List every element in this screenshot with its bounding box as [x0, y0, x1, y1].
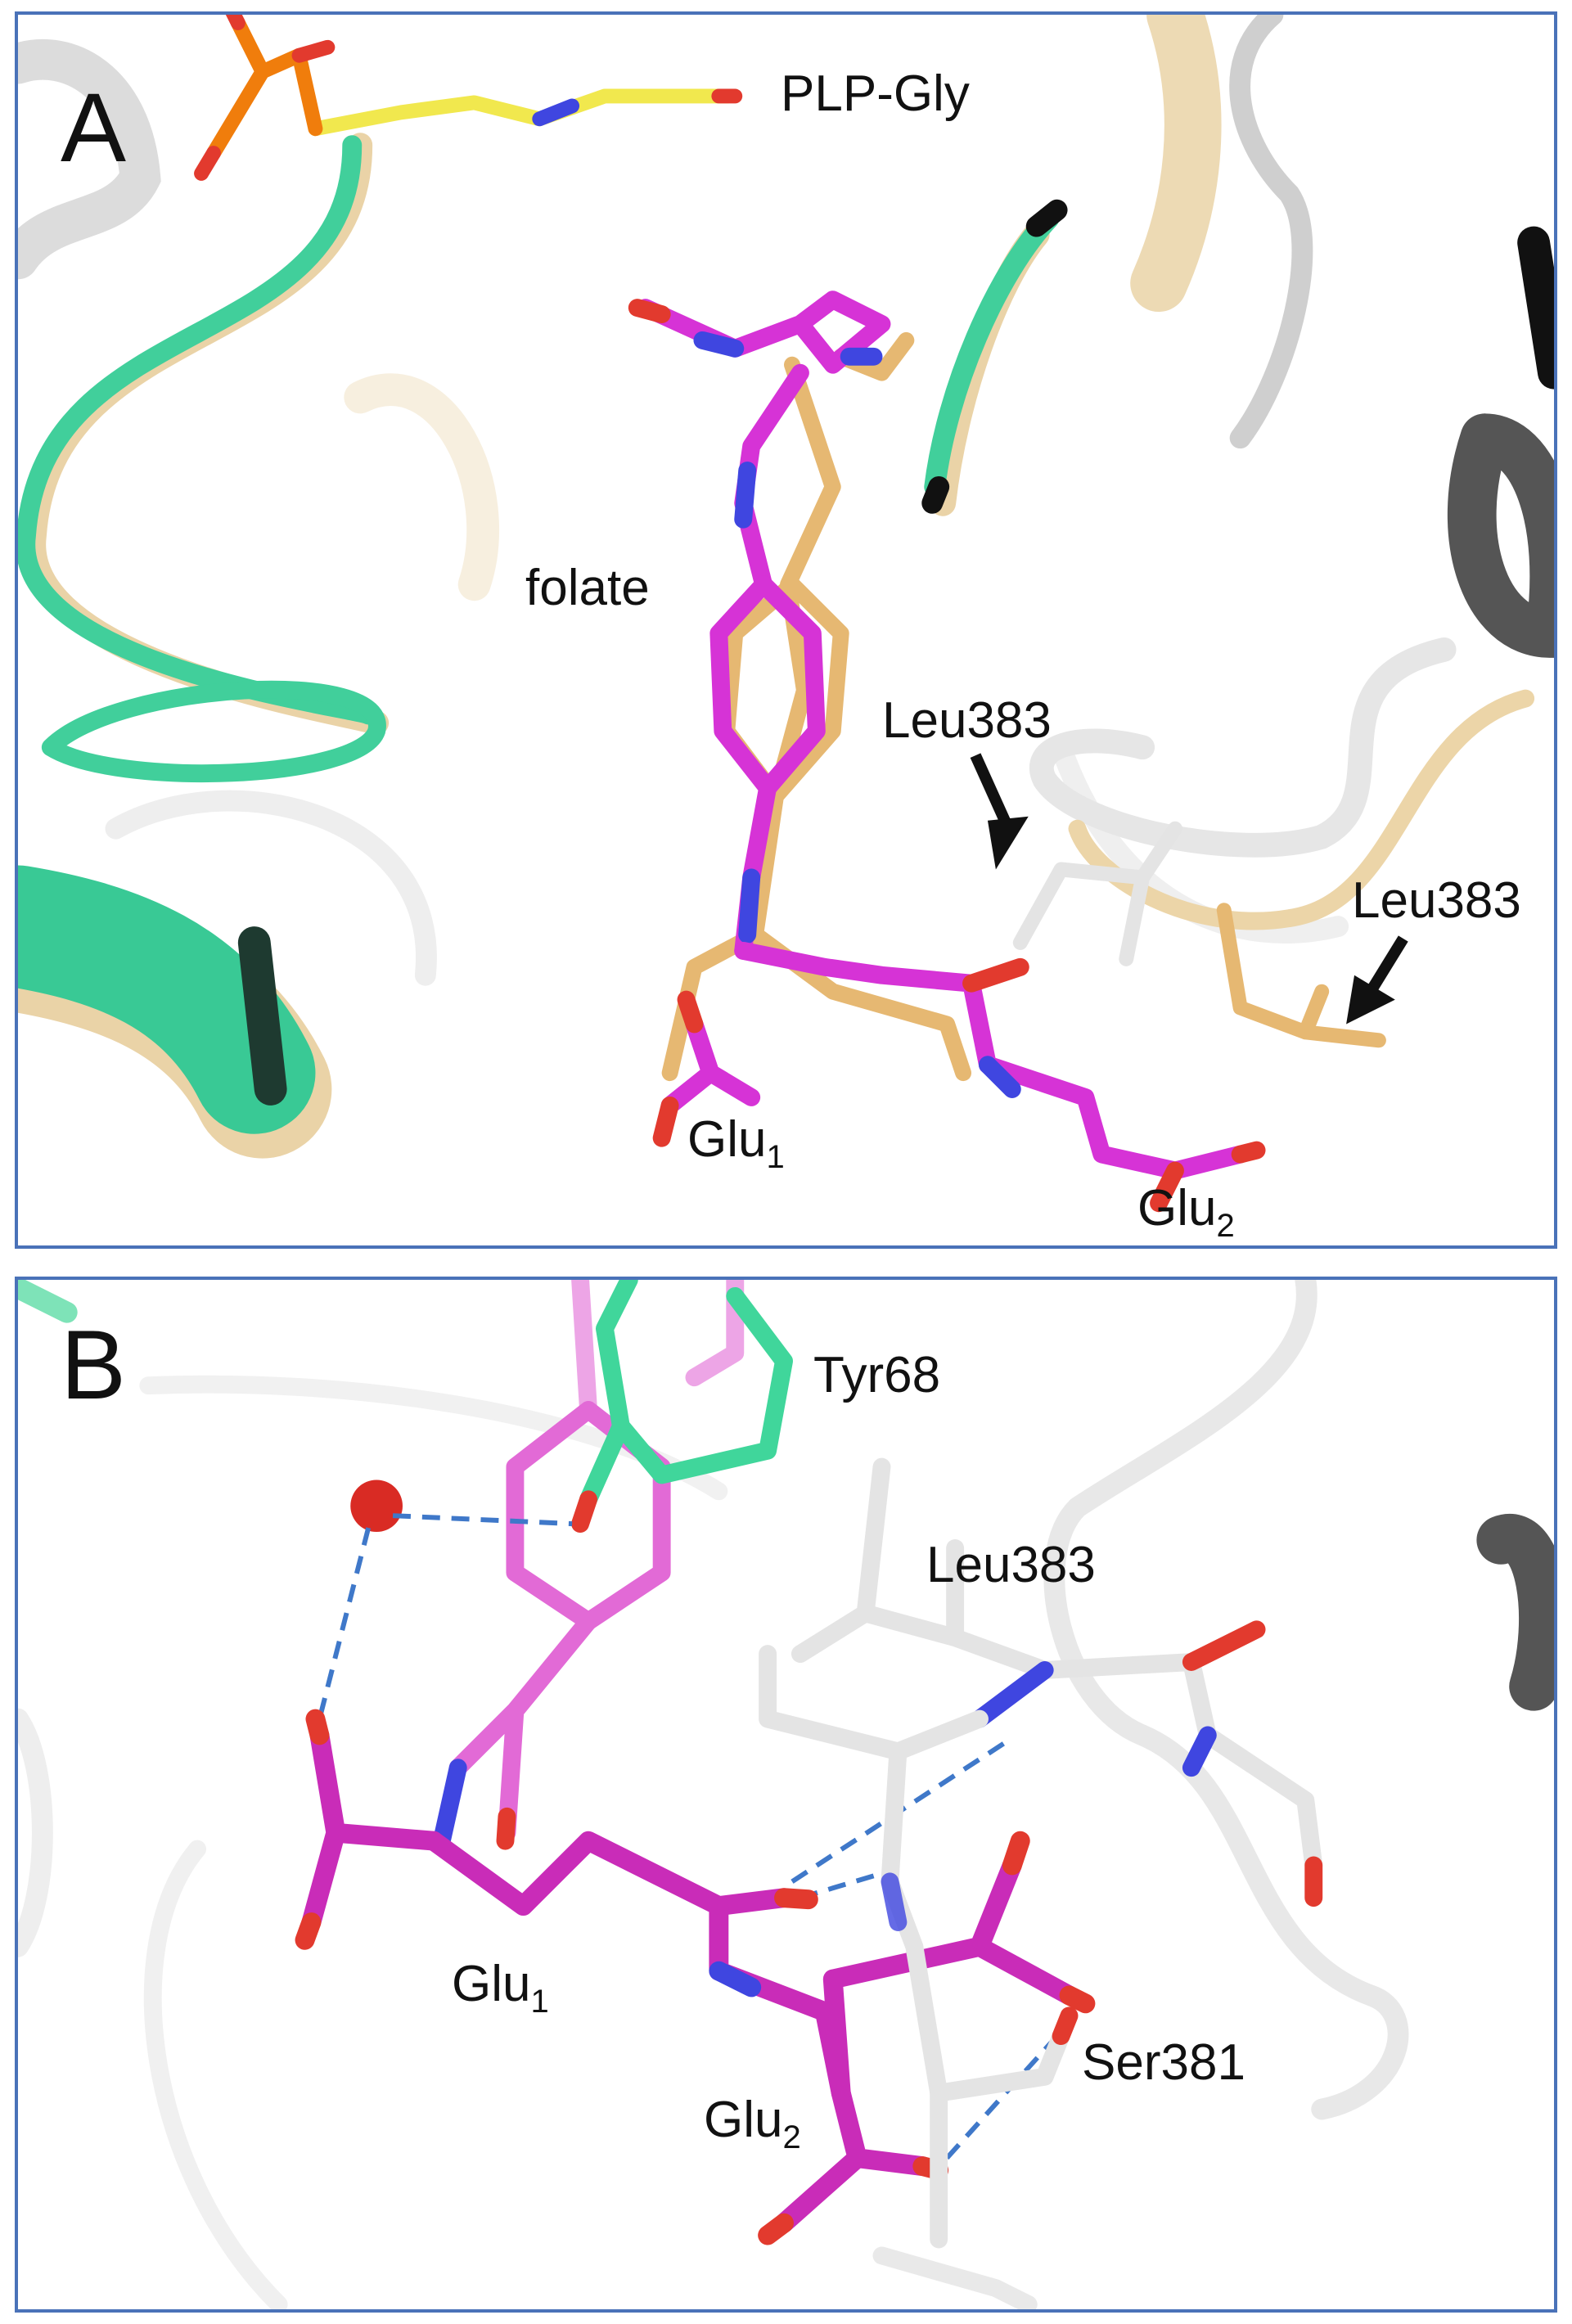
label-ser381: Ser381: [1082, 2034, 1245, 2091]
ser-lower-b: [872, 2246, 1038, 2309]
panel-letter-b: B: [61, 1310, 127, 1420]
panel-letter-a: A: [61, 73, 127, 182]
white-residues: [759, 1457, 1323, 2309]
linker-n: [734, 462, 757, 529]
grey-helix-top-left: [18, 38, 161, 280]
phosphate-oxygens: [194, 15, 336, 181]
ser-o-b: [1052, 2006, 1079, 2046]
label-tyr68: Tyr68: [813, 1347, 941, 1403]
green-helix-lower-left: [18, 865, 316, 1134]
arrow-head-lower: [1346, 975, 1395, 1025]
pink-linker-o: [496, 1807, 516, 1850]
plp-gly-molecule: [194, 15, 743, 181]
dark-helix-edge-right: [1476, 1514, 1554, 1711]
plp-chain: [308, 88, 735, 137]
glutamates-magenta: [295, 1709, 1096, 2245]
faint-ribbon-left-edge: [18, 1708, 53, 1957]
grey-coil-top-right: [1229, 15, 1313, 449]
glu2-b-base: Glu: [704, 2092, 783, 2148]
glu1-b-sub: 1: [530, 1984, 549, 2020]
dark-helix-right: [1447, 413, 1554, 658]
folate-magenta: [628, 290, 1266, 1213]
label-glu1-a: Glu1: [687, 1115, 785, 1175]
grey-coil-right: [1043, 1280, 1409, 2120]
phosphate: [206, 15, 323, 161]
glu2-a-base: Glu: [1137, 1180, 1217, 1236]
label-leu383-lower: Leu383: [1352, 872, 1521, 929]
right-ribbons: [1029, 15, 1554, 930]
panel-b: B Tyr68 Leu383 Ser381 Glu1 Glu2: [15, 1277, 1557, 2313]
hbond-water-glu1: [317, 1527, 372, 1720]
leu383-tan: [1216, 903, 1386, 1048]
label-leu383-b: Leu383: [926, 1537, 1096, 1593]
leu383-o-b: [1182, 1620, 1323, 1907]
glu2-o-b: [758, 1831, 1096, 2245]
label-leu383-upper: Leu383: [882, 692, 1052, 749]
leu383-n-b: [971, 1661, 1217, 1777]
glu2-side-b: [774, 1855, 1079, 2233]
label-glu1-b: Glu1: [452, 1956, 549, 2020]
glu-amide-n: [978, 1056, 1021, 1098]
ser-backbone-b: [759, 1645, 989, 2249]
glu2-b-sub: 2: [782, 2119, 801, 2155]
label-glu2-a: Glu2: [1137, 1180, 1235, 1244]
ser-side-b: [930, 2027, 1070, 2102]
label-plp-gly: PLP-Gly: [781, 65, 970, 122]
glu-oxygens: [962, 957, 1266, 1213]
tan-sheet-top-right: [1130, 15, 1222, 313]
glu1-a-base: Glu: [687, 1111, 767, 1168]
glu1-carboxyl-b: [301, 1725, 444, 1932]
faint-grey-loop: [105, 790, 437, 986]
green-edge-top-left: [18, 1280, 78, 1323]
glu2-n-b: [709, 1961, 762, 1997]
arrow-leu383-lower: [1366, 935, 1408, 995]
label-folate: folate: [525, 560, 650, 616]
grey-loop-leu: [1029, 637, 1457, 858]
leu383-white: [1012, 821, 1182, 966]
amide-n: [738, 868, 761, 944]
pink-linker-n: [432, 1759, 467, 1850]
glu1-carboxyl: [660, 1015, 761, 1115]
helix-dark-end: [237, 926, 287, 1106]
water-molecule: [350, 1480, 403, 1533]
plp-nitrogen: [532, 98, 580, 127]
panel-a-structure: [18, 15, 1554, 1213]
leu383-residues: [1012, 821, 1386, 1048]
dark-edge-top-right: [1517, 226, 1554, 390]
glu1-o-b: [774, 1888, 818, 1910]
hbond-water-tyr: [392, 1513, 573, 1527]
pteridine-n: [693, 331, 883, 366]
arrow-head-upper: [987, 816, 1029, 870]
faint-ribbon-bottom-left: [143, 1840, 288, 2309]
green-strand: [921, 199, 1068, 516]
pink-linker: [448, 1612, 597, 1842]
label-glu2-b: Glu2: [704, 2092, 801, 2155]
tyr68-residue: [571, 1280, 793, 1534]
pabc-pink: [432, 1280, 745, 1850]
glu1-a-sub: 1: [766, 1139, 785, 1175]
faint-tan-ribbon: [344, 373, 499, 601]
glu1-carboxyl-o-b: [295, 1709, 330, 1950]
glu1-chain-b: [423, 1831, 794, 1916]
glu2-a-sub: 2: [1216, 1208, 1235, 1244]
green-loop: [41, 680, 386, 782]
glu1-carboxyl-o: [652, 990, 704, 1147]
panel-a: A PLP-Gly folate Leu383 Leu383 Glu1 Glu2: [15, 11, 1557, 1249]
panel-b-structure: [18, 1280, 1554, 2309]
ser-n-b: [881, 1872, 908, 1931]
leu383-arrows: [970, 753, 1408, 1025]
left-ribbons: [18, 38, 390, 1159]
glu1-b-base: Glu: [452, 1956, 531, 2012]
pteridine-o: [628, 299, 671, 323]
